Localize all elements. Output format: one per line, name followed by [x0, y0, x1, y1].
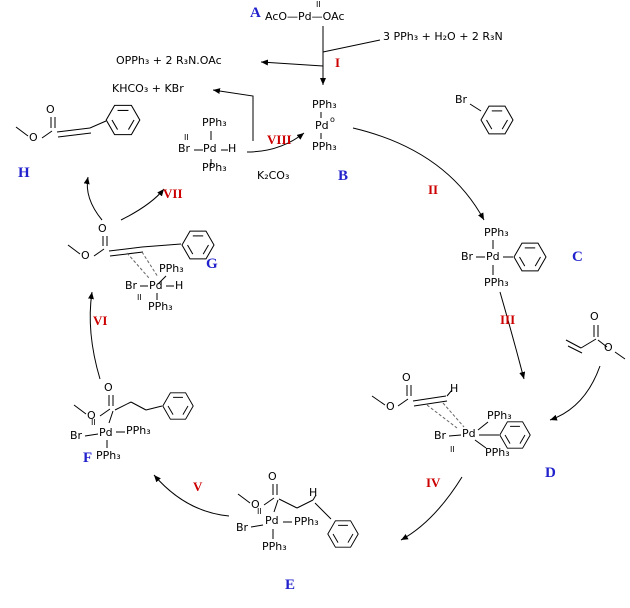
step-label-vi: VI — [93, 313, 108, 328]
o-label: O — [46, 103, 55, 116]
benzene-rings — [105, 104, 547, 548]
step-label-i: I — [335, 55, 341, 70]
species-label-a: A — [250, 5, 261, 21]
pd-zero-superscript: o — [330, 115, 335, 124]
h-label: H — [450, 382, 459, 395]
oxidation-state-label: II — [184, 133, 189, 142]
pph3-label: PPh₃ — [312, 140, 337, 153]
br-label: Br — [125, 279, 138, 292]
pd-label: Pd — [265, 514, 279, 527]
oxidation-state-label: II — [257, 507, 262, 516]
o-label: O — [251, 498, 260, 511]
oxidation-state-label: II — [316, 0, 321, 9]
pph3-label: PPh₃ — [487, 409, 512, 422]
o-label: O — [104, 381, 113, 394]
step-label-ii: II — [428, 182, 439, 197]
reduction-byproducts: OPPh₃ + 2 R₃N.OAc — [116, 54, 222, 67]
o-label: O — [87, 409, 96, 422]
pd-label: Pd — [203, 142, 217, 155]
br-label: Br — [434, 429, 447, 442]
pph3-label: PPh₃ — [148, 300, 173, 313]
step-label-iv: IV — [426, 475, 441, 490]
o-label: O — [29, 131, 38, 144]
pph3-label: PPh₃ — [262, 540, 287, 553]
o-label: O — [268, 470, 277, 483]
step-label-v: V — [193, 479, 203, 494]
step-label-vii: VII — [163, 186, 183, 201]
species-label-e: E — [285, 577, 296, 593]
pph3-label: PPh₃ — [159, 262, 184, 275]
o-label: O — [386, 400, 395, 413]
h-label: H — [228, 142, 237, 155]
pph3-label: PPh₃ — [202, 161, 227, 174]
o-label: O — [604, 341, 613, 354]
o-label: O — [98, 222, 107, 235]
species-label-f: F — [83, 450, 93, 466]
h-label: H — [309, 486, 318, 499]
br-label: Br — [455, 93, 468, 106]
coordination-bonds — [126, 251, 465, 429]
pph3-label: PPh₃ — [202, 116, 227, 129]
pph3-label: PPh₃ — [294, 515, 319, 528]
reduction-reagents: 3 PPh₃ + H₂O + 2 R₃N — [383, 30, 503, 43]
pd-label: Pd — [99, 426, 113, 439]
pph3-label: PPh₃ — [485, 446, 510, 459]
species-label-b: B — [338, 168, 349, 184]
br-label: Br — [70, 429, 83, 442]
step-label-viii: VIII — [267, 132, 292, 147]
br-label: Br — [178, 142, 191, 155]
pph3-label: PPh₃ — [96, 449, 121, 462]
pph3-label: PPh₃ — [126, 424, 151, 437]
pd-label: Pd — [486, 250, 500, 263]
species-label-g: G — [206, 256, 218, 272]
base-formula: K₂CO₃ — [257, 169, 290, 182]
oxidation-state-label: II — [450, 445, 455, 454]
base-byproducts: KHCO₃ + KBr — [112, 82, 184, 95]
species-label-d: D — [545, 465, 556, 481]
species-label-c: C — [572, 249, 583, 265]
pd-label: Pd — [462, 427, 476, 440]
reaction-arrows — [83, 26, 601, 541]
o-label: O — [590, 310, 599, 323]
precatalyst-formula: AcO—Pd—OAc — [265, 10, 345, 23]
oxidation-state-label: II — [137, 293, 142, 302]
species-label-h: H — [18, 165, 30, 181]
pd-label: Pd — [149, 279, 163, 292]
o-label: O — [402, 371, 411, 384]
pd-label: Pd — [315, 119, 329, 132]
o-label: O — [81, 249, 90, 262]
oxidation-state-label: II — [91, 418, 96, 427]
bonds — [15, 103, 626, 539]
pph3-label: PPh₃ — [484, 276, 509, 289]
step-label-iii: III — [500, 312, 516, 327]
h-label: H — [175, 279, 184, 292]
br-label: Br — [461, 250, 474, 263]
br-label: Br — [236, 521, 249, 534]
pph3-label: PPh₃ — [484, 226, 509, 239]
pph3-label: PPh₃ — [312, 98, 337, 111]
